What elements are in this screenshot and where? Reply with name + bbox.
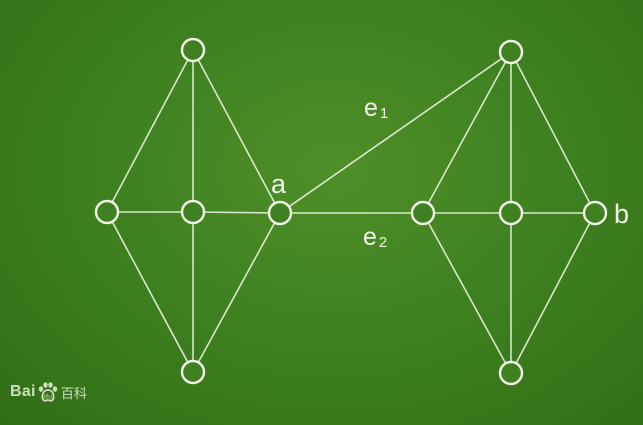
node-n6 [498, 39, 524, 65]
node-n4 [180, 359, 206, 385]
node-n1 [180, 37, 206, 63]
node-n2 [94, 199, 120, 225]
node-n9 [498, 360, 524, 386]
node-n3 [180, 199, 206, 225]
edge-n6-b [515, 60, 591, 205]
edge-n1-a [197, 58, 276, 205]
node-b [582, 200, 608, 226]
edge-n1-n2 [111, 58, 189, 204]
edge-n4-n2 [111, 220, 189, 364]
node-label-b: b [614, 199, 629, 229]
svg-text:du: du [44, 393, 52, 401]
node-n8 [498, 200, 524, 226]
node-n7 [410, 200, 436, 226]
edge-a-n6 [288, 57, 503, 208]
node-labels-layer: ab [271, 169, 629, 229]
edge-n3-a [203, 211, 270, 214]
node-a [267, 200, 293, 226]
edge-n9-b [515, 221, 591, 365]
edges-layer [111, 57, 591, 365]
nodes-layer [94, 37, 608, 386]
node-label-a: a [271, 169, 287, 199]
paw-icon: du [36, 381, 60, 403]
edge-n6-n7 [427, 60, 507, 205]
edge-n4-a [197, 221, 276, 364]
watermark: Bai du 百科 [10, 377, 87, 407]
edge-n9-n7 [427, 221, 507, 365]
watermark-latin: Bai [10, 383, 36, 400]
watermark-cjk: 百科 [60, 386, 87, 402]
